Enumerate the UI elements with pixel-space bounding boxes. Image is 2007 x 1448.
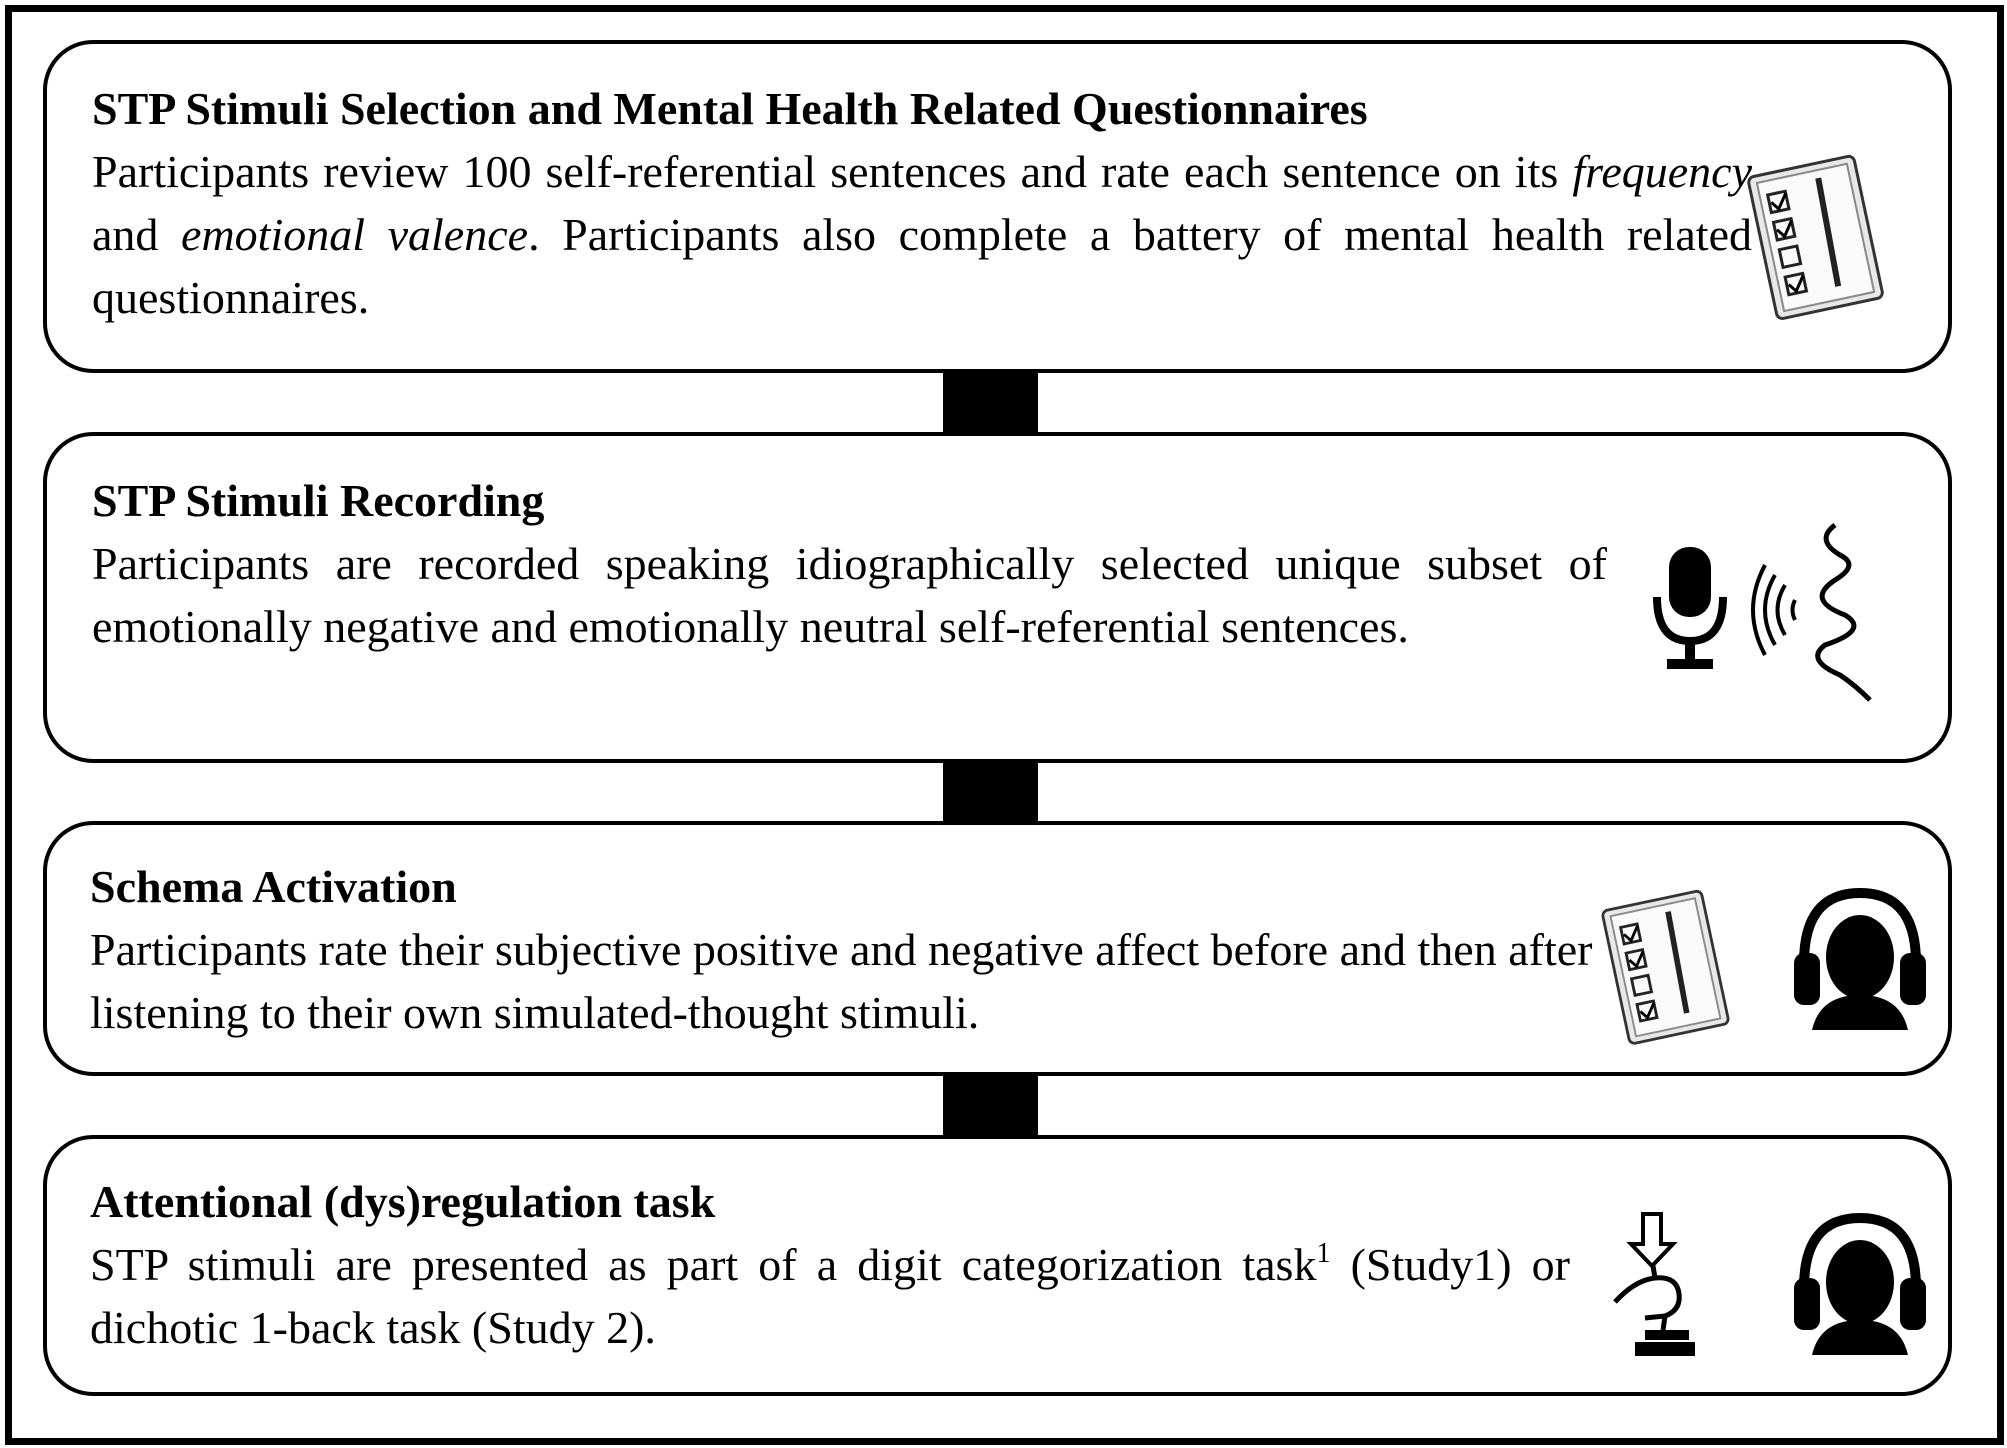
step-box-1: [43, 40, 1952, 373]
step-title-1: STP Stimuli Selection and Mental Health …: [92, 83, 1368, 134]
step-body-2: Participants are recorded speaking idiog…: [92, 538, 1607, 652]
step-box-2: [43, 432, 1952, 763]
headphones-person-icon: [1794, 887, 1926, 1030]
step-body-1: Participants review 100 self-referential…: [92, 146, 1752, 323]
microphone-icon: [1653, 547, 1727, 669]
step-text-2: STP Stimuli Recording Participants are r…: [92, 469, 1607, 658]
headphones-person-icon-2: [1794, 1212, 1926, 1355]
step-title-2: STP Stimuli Recording: [92, 475, 545, 526]
sound-waves-icon: [1751, 523, 1872, 702]
footnote-marker: 1: [1316, 1238, 1331, 1269]
step-title-4: Attentional (dys)regulation task: [90, 1176, 716, 1227]
step-text-1: STP Stimuli Selection and Mental Health …: [92, 77, 1752, 329]
step-title-3: Schema Activation: [90, 861, 457, 912]
step-body-3: Participants rate their subjective posit…: [90, 924, 1593, 1038]
step-body-4: STP stimuli are presented as part of a d…: [90, 1238, 1571, 1353]
step-box-4: [43, 1135, 1952, 1396]
clipboard-checklist-icon-2: [1601, 889, 1730, 1045]
step-text-3: Schema Activation Participants rate thei…: [90, 855, 1610, 1044]
clipboard-checklist-icon: [1747, 154, 1884, 320]
button-press-hand-icon: [1613, 1212, 1695, 1356]
step-text-4: Attentional (dys)regulation task STP sti…: [90, 1170, 1570, 1359]
